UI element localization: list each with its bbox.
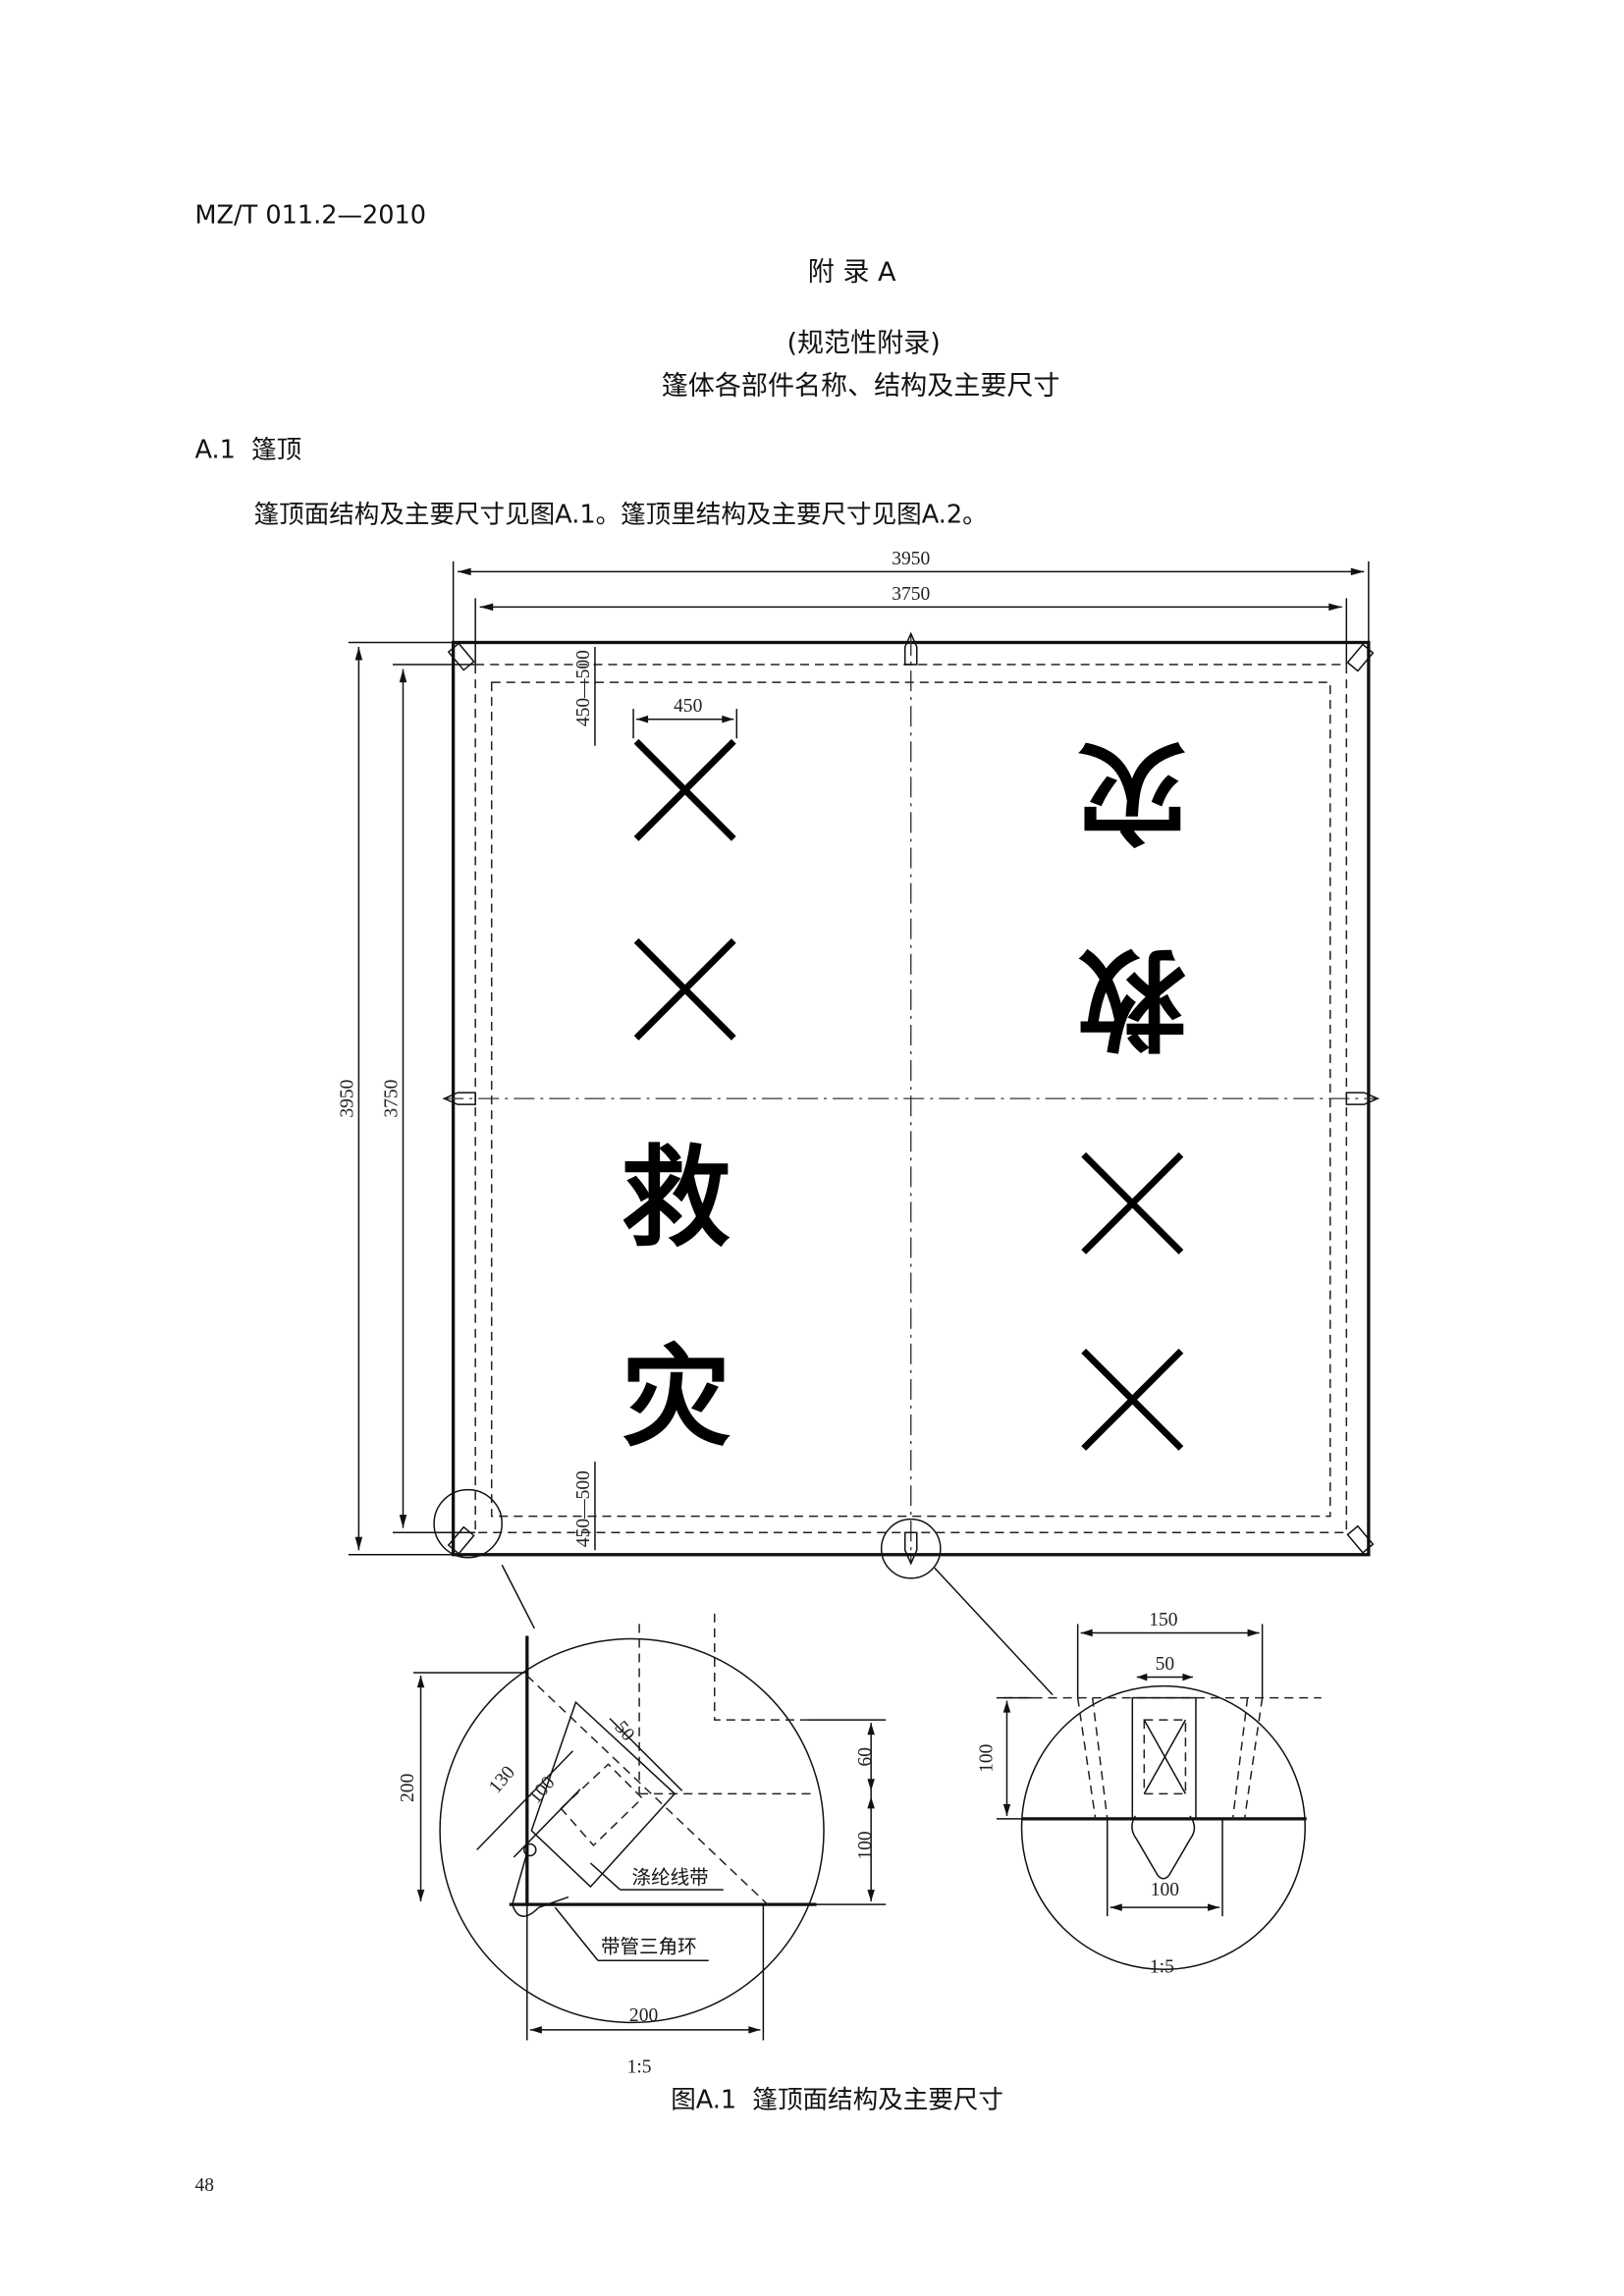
appendix-title: 附 录 A bbox=[808, 257, 896, 288]
corner-ring bbox=[1346, 643, 1375, 672]
page-number: 48 bbox=[194, 2175, 214, 2196]
x-mark bbox=[1081, 1151, 1184, 1255]
tent-top-drawing: 3950 3750 3950 3750 450—500 450 450—500 bbox=[337, 549, 1380, 1696]
figure-caption: 图A.1 篷顶面结构及主要尺寸 bbox=[671, 2086, 1003, 2115]
edge-ring bbox=[442, 1092, 476, 1105]
section-paragraph: 篷顶面结构及主要尺寸见图A.1。篷顶里结构及主要尺寸见图A.2。 bbox=[254, 501, 988, 530]
dim-200-horizontal: 200 bbox=[629, 2005, 659, 2026]
corner-ring bbox=[1346, 1524, 1375, 1554]
dim-margin-top: 450—500 bbox=[573, 650, 594, 726]
corner-ring bbox=[447, 642, 475, 671]
dim-100-edge-horizontal: 100 bbox=[1151, 1880, 1180, 1900]
dim-char-width: 450 bbox=[674, 696, 703, 717]
label-polyester-strap: 涤纶线带 bbox=[632, 1866, 709, 1889]
x-mark bbox=[633, 738, 736, 841]
edge-ring bbox=[903, 631, 918, 666]
corner-detail-scale: 1:5 bbox=[627, 2057, 652, 2078]
dim-outer-width: 3950 bbox=[892, 549, 930, 569]
corner-detail: 200 60 100 200 130 100 50 涤纶线带 带管三角环 1:5 bbox=[398, 1613, 887, 2078]
char-zai-inverted: 灾 bbox=[1078, 726, 1187, 853]
edge-detail: 150 50 100 100 1:5 bbox=[976, 1610, 1322, 1977]
edge-ring bbox=[1345, 1092, 1380, 1105]
dim-130: 130 bbox=[485, 1762, 519, 1797]
dim-100-edge-vertical: 100 bbox=[976, 1743, 997, 1773]
dim-50-edge: 50 bbox=[1156, 1654, 1175, 1675]
appendix-type: (规范性附录) bbox=[786, 328, 940, 358]
char-jiu-inverted: 救 bbox=[1078, 934, 1187, 1060]
appendix-subtitle: 篷体各部件名称、结构及主要尺寸 bbox=[662, 371, 1060, 401]
dim-inner-width: 3750 bbox=[892, 584, 930, 605]
x-mark bbox=[633, 937, 736, 1041]
dim-50: 50 bbox=[610, 1717, 638, 1745]
dim-60: 60 bbox=[855, 1747, 876, 1767]
char-zai: 灾 bbox=[622, 1335, 731, 1462]
dim-100-diagonal: 100 bbox=[525, 1773, 560, 1808]
dim-inner-height: 3750 bbox=[381, 1079, 402, 1117]
label-triangle-ring: 带管三角环 bbox=[601, 1936, 697, 1958]
x-mark bbox=[1081, 1348, 1184, 1451]
dim-outer-height: 3950 bbox=[337, 1079, 357, 1117]
dim-100-vertical: 100 bbox=[855, 1831, 876, 1860]
dim-150: 150 bbox=[1149, 1610, 1178, 1630]
dim-margin-bottom: 450—500 bbox=[573, 1470, 594, 1547]
edge-ring bbox=[903, 1531, 918, 1566]
char-jiu: 救 bbox=[622, 1136, 731, 1262]
dim-200-vertical: 200 bbox=[398, 1773, 418, 1802]
doc-code: MZ/T 011.2—2010 bbox=[194, 200, 426, 230]
corner-ring bbox=[447, 1525, 475, 1555]
section-heading: A.1 篷顶 bbox=[194, 436, 301, 465]
edge-detail-scale: 1:5 bbox=[1150, 1956, 1174, 1977]
